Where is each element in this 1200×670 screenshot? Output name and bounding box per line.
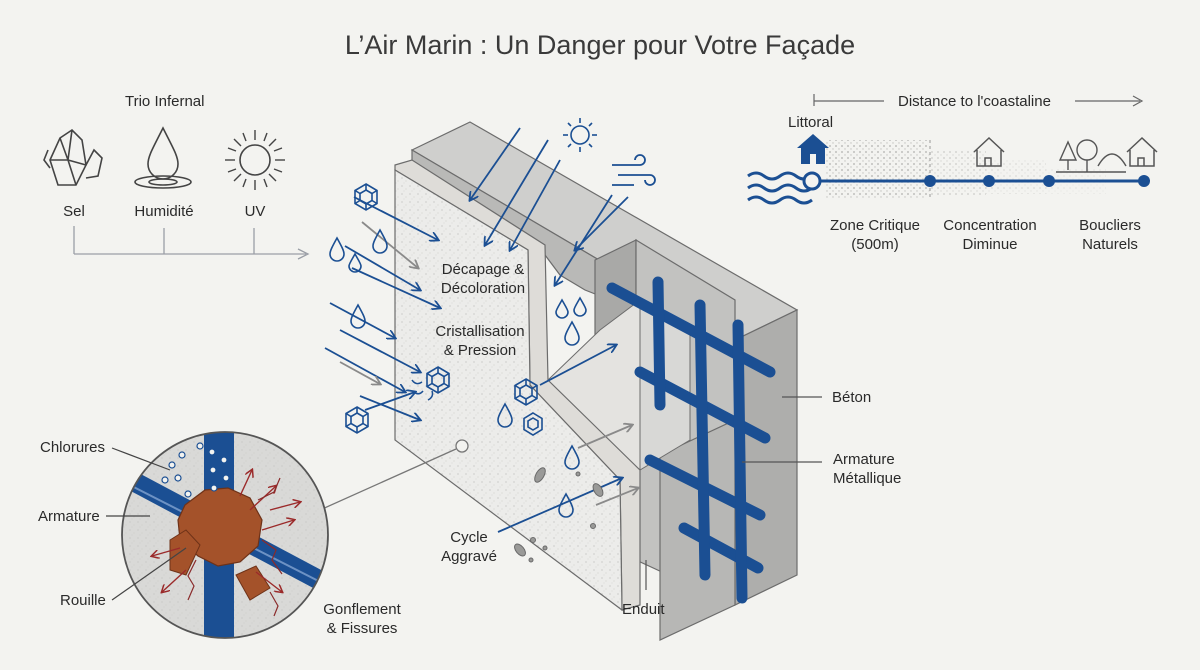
water-drop-icons [329,228,587,518]
corrosion-detail [106,431,329,639]
littoral-label: Littoral [788,114,834,131]
page-title: L’Air Marin : Un Danger pour Votre Façad… [344,30,856,60]
sea-waves-icon [747,171,813,205]
salt-label: Sel [63,203,85,220]
chlorures-label: Chlorures [40,439,106,456]
water-drop-icon [134,126,192,189]
salt-concentration-dots [826,140,1106,198]
boucliers-label: Boucliers Naturels [1079,217,1141,253]
detail-callout-line [319,448,457,511]
house-icon [1126,136,1158,167]
distance-marker [983,175,995,187]
distance-marker [1043,175,1055,187]
enduit-label: Enduit [622,601,665,618]
rouille-label: Rouille [60,592,106,609]
salt-crystal-icons [345,183,543,436]
sun-icon [225,130,285,190]
sun-icon [563,118,597,152]
decapage-label: Décapage & Décoloration [440,261,526,297]
coast-origin-marker [802,171,822,191]
trees-icon [1056,139,1127,173]
humidity-label: Humidité [134,203,194,220]
coastal-house-icon [797,134,829,164]
abrasion-marks [411,379,434,401]
uv-label: UV [244,203,266,220]
distance-axis [813,94,1144,107]
detail-callout-point [455,439,469,453]
coast-diagram [747,94,1158,205]
cycle-label: Cycle Aggravé [441,529,497,565]
armature-label: Armature [38,508,100,525]
debris-fragments [514,467,604,563]
trio-heading: Trio Infernal [125,93,205,110]
trio-bracket [73,226,310,260]
cristallisation-label: Cristallisation & Pression [435,323,525,359]
wind-icon [612,154,656,186]
distance-marker [1138,175,1150,187]
armature-metallique-label: Armature Métallique [833,451,902,487]
distance-axis-label: Distance to l'coastaline [898,93,1051,110]
zone-critique-label: Zone Critique (500m) [829,217,921,253]
label-leaders [645,396,822,590]
crystal-icon [43,128,103,186]
concentration-label: Concentration Diminue [943,217,1037,253]
trio-icons [43,126,310,260]
beton-label: Béton [832,389,872,406]
gonflement-label: Gonflement & Fissures [323,601,401,637]
rebar-grid [606,276,776,604]
distance-marker [924,175,936,187]
house-icon [973,136,1005,167]
